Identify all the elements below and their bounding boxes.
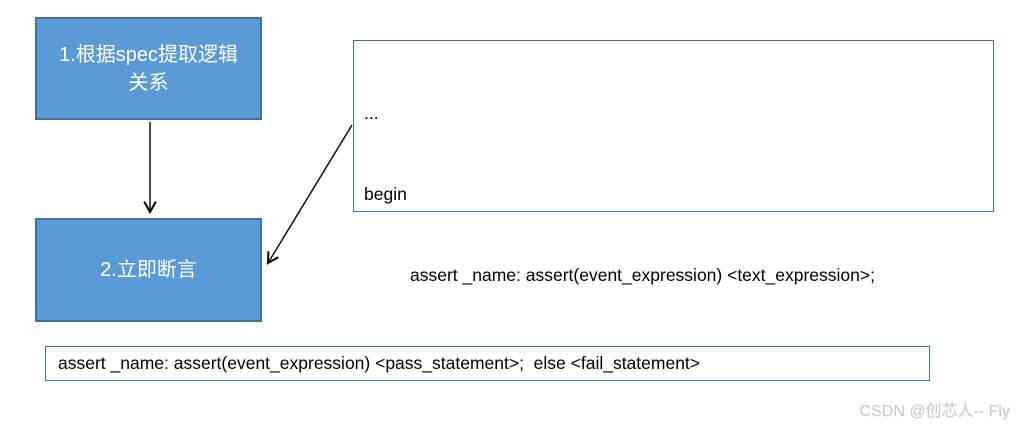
arrow-codebox-to-step2 <box>266 124 353 265</box>
code-snippet-box: ... begin assert _name: assert(event_exp… <box>353 40 994 366</box>
flow-box-step1: 1.根据spec提取逻辑 关系 <box>35 17 262 120</box>
flow-box-step2: 2.立即断言 <box>35 218 262 322</box>
flow-box-step1-label-line2: 关系 <box>128 71 169 94</box>
code-line-begin: begin <box>364 184 407 204</box>
code-line-ellipsis-top: ... <box>364 103 379 123</box>
assert-syntax-bar: assert _name: assert(event_expression) <… <box>45 346 930 381</box>
flow-box-step1-label-line1: 1.根据spec提取逻辑 <box>59 43 238 66</box>
flow-box-step2-label: 2.立即断言 <box>100 259 197 281</box>
assert-syntax-text: assert _name: assert(event_expression) <… <box>58 353 701 373</box>
code-line-assert: assert _name: assert(event_expression) <… <box>410 265 875 285</box>
watermark: CSDN @创芯人-- Fly <box>859 403 1010 420</box>
